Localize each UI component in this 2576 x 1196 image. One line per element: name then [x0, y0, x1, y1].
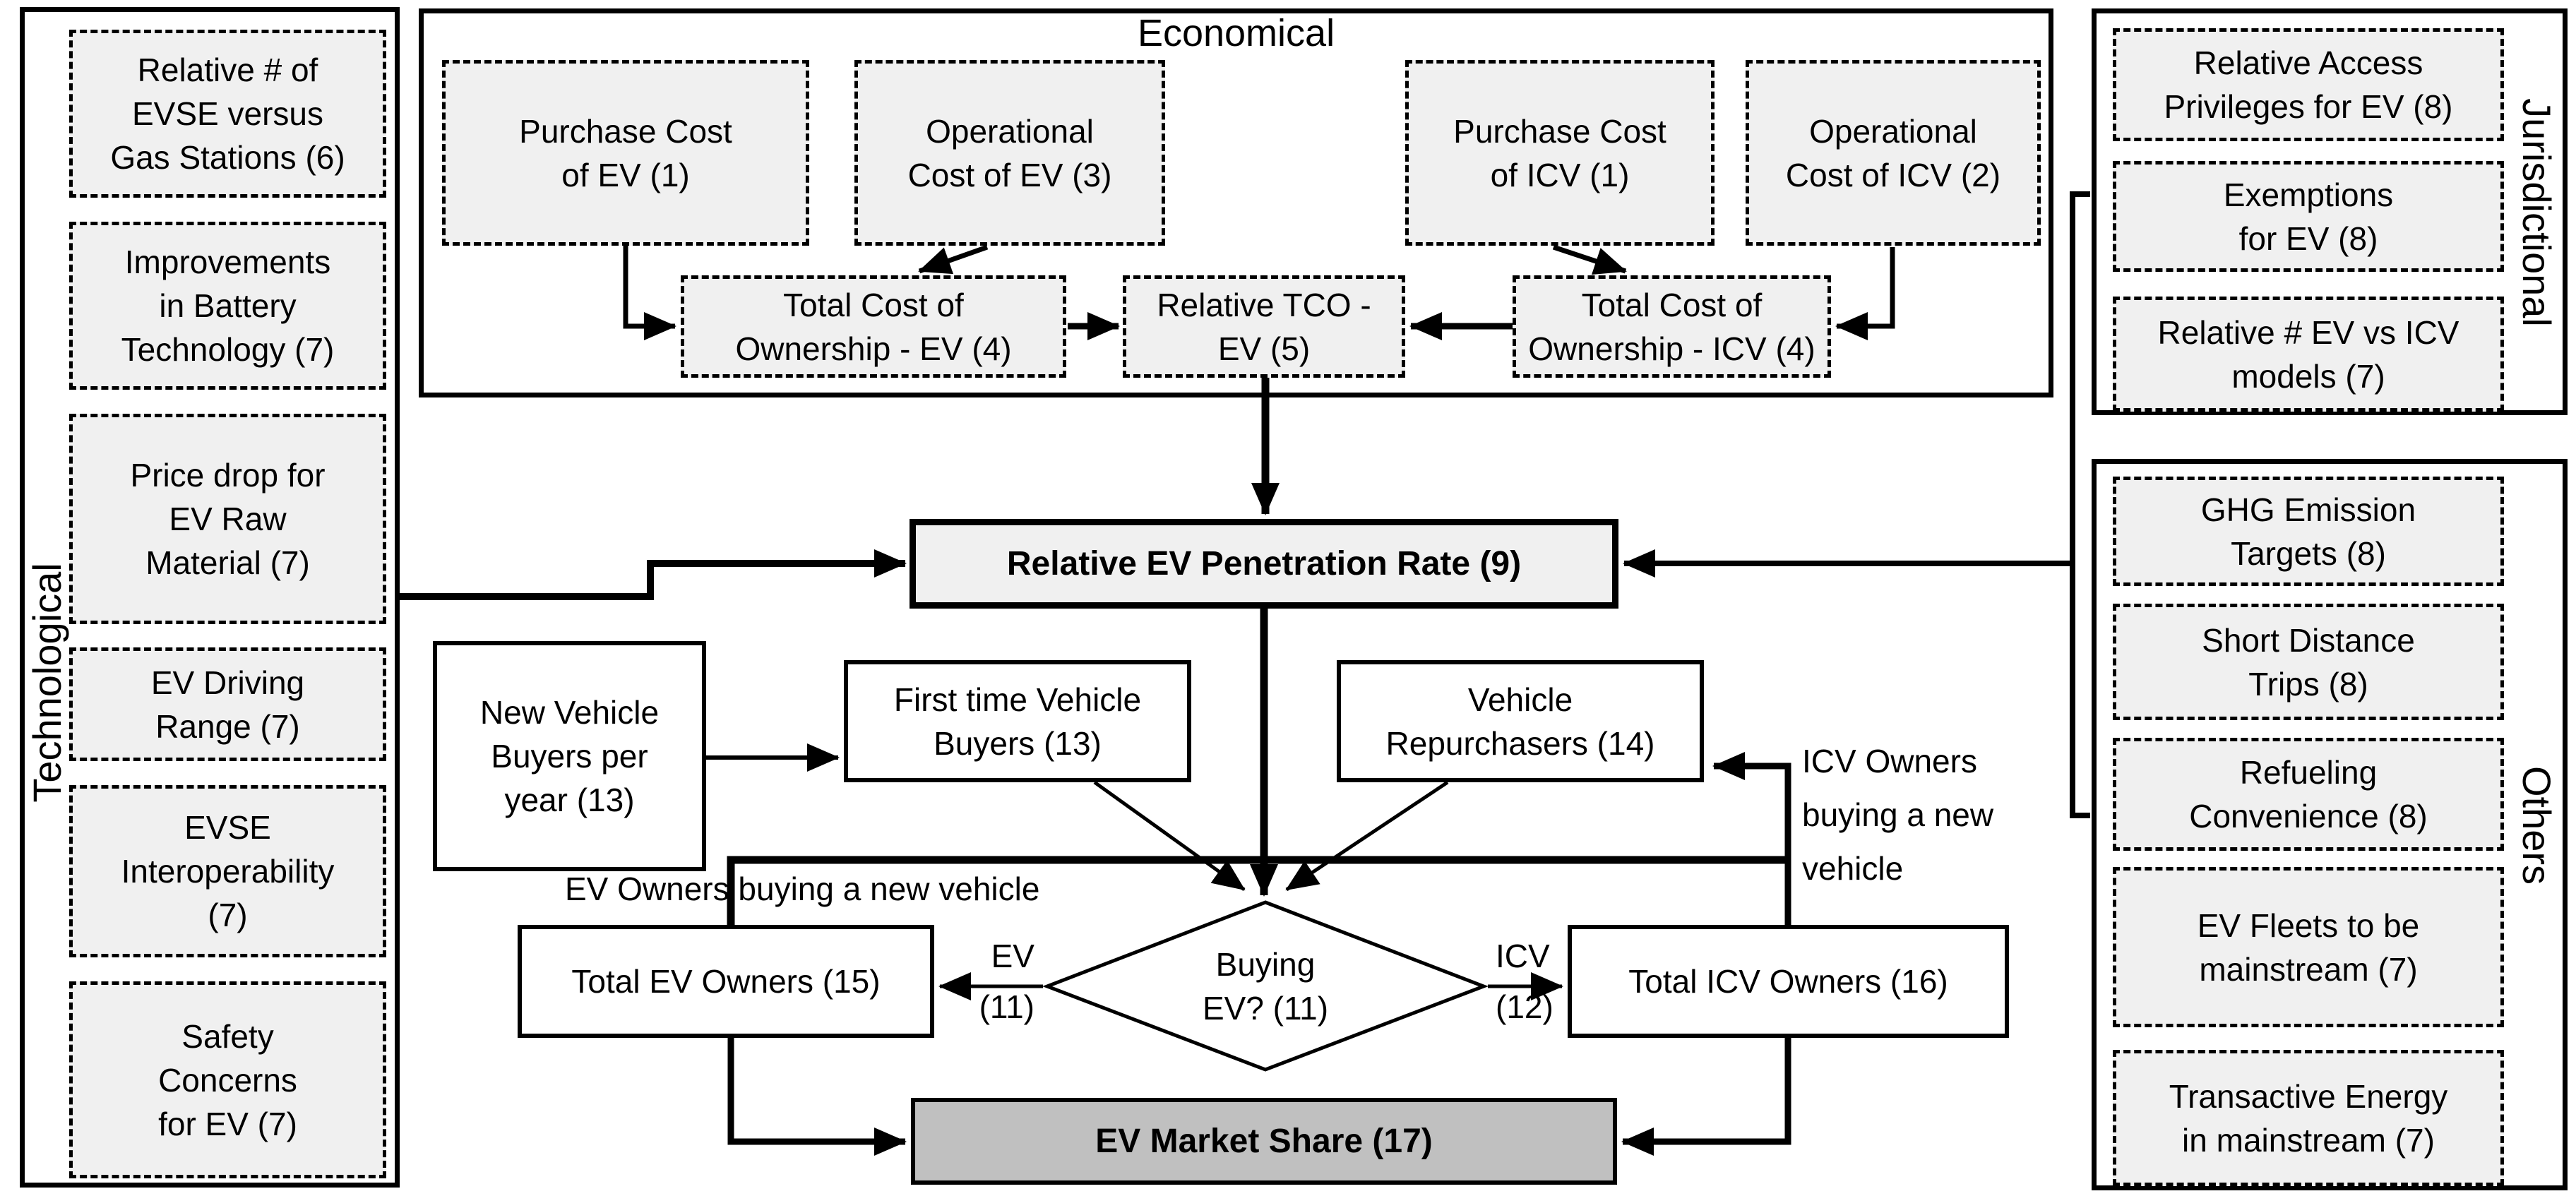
node-total-ev-owners: Total EV Owners (15): [518, 925, 934, 1038]
arrow-purchase-icv-to-tco-icv: [1552, 244, 1627, 275]
arrow-repurchasers-to-decision: [1285, 780, 1449, 892]
arrow-purchase-ev-to-tco-ev: [623, 246, 676, 340]
node-purchase-cost-ev: Purchase Cost of EV (1): [442, 60, 809, 246]
technological-title: Technological: [25, 563, 69, 803]
factor-ghg-emission-targets: GHG Emission Targets (8): [2113, 477, 2504, 586]
node-total-icv-owners: Total ICV Owners (16): [1568, 925, 2009, 1038]
factor-transactive-energy: Transactive Energy in mainstream (7): [2113, 1050, 2504, 1186]
factor-refueling-convenience: Refueling Convenience (8): [2113, 738, 2504, 851]
node-new-vehicle-buyers: New Vehicle Buyers per year (13): [433, 641, 706, 871]
arrow-operational-icv-to-tco-icv: [1835, 247, 1895, 340]
arrow-total-ev-to-market-share: [727, 1038, 907, 1156]
node-relative-ev-penetration-rate: Relative EV Penetration Rate (9): [910, 519, 1618, 609]
arrow-first-time-to-decision: [1093, 780, 1246, 892]
node-operational-cost-icv: Operational Cost of ICV (2): [1746, 60, 2041, 246]
factor-exemptions: Exemptions for EV (8): [2113, 161, 2504, 272]
jurisdictional-title: Jurisdictional: [2515, 98, 2559, 327]
node-buying-ev-decision: Buying EV? (11): [1202, 946, 1329, 1027]
label-icv-branch: ICV (12): [1496, 938, 1554, 1025]
group-jurisdictional: [2092, 8, 2568, 415]
factor-evse-interoperability: EVSE Interoperability (7): [69, 785, 386, 957]
arrow-total-icv-to-market-share: [1621, 1038, 1791, 1156]
node-tco-icv: Total Cost of Ownership - ICV (4): [1513, 275, 1831, 378]
node-operational-cost-ev: Operational Cost of EV (3): [854, 60, 1165, 246]
factor-access-privileges: Relative Access Privileges for EV (8): [2113, 28, 2504, 141]
factor-short-distance-trips: Short Distance Trips (8): [2113, 604, 2504, 720]
arrow-technological-to-penetration: [400, 549, 907, 600]
decision-diamond-shape: [1042, 900, 1489, 1072]
arrow-icv-owners-to-repurchasers: [1712, 752, 1791, 925]
loop-ev-owners-line: [727, 856, 1788, 925]
economical-title: Economical: [1137, 12, 1335, 54]
label-ev-branch: EV (11): [979, 938, 1034, 1025]
factor-ev-fleets-mainstream: EV Fleets to be mainstream (7): [2113, 867, 2504, 1027]
node-relative-tco-ev: Relative TCO - EV (5): [1123, 275, 1405, 378]
node-first-time-vehicle-buyers: First time Vehicle Buyers (13): [844, 660, 1191, 782]
node-purchase-cost-icv: Purchase Cost of ICV (1): [1405, 60, 1715, 246]
group-technological: [20, 7, 400, 1188]
others-title: Others: [2515, 765, 2559, 885]
group-economical: [419, 8, 2053, 397]
node-tco-ev: Total Cost of Ownership - EV (4): [681, 275, 1066, 378]
factor-ev-vs-icv-models: Relative # EV vs ICV models (7): [2113, 297, 2504, 412]
factor-price-drop-raw-material: Price drop for EV Raw Material (7): [69, 414, 386, 624]
factor-evse-vs-gas-stations: Relative # of EVSE versus Gas Stations (…: [69, 30, 386, 198]
label-ev-owners-loop: EV Owners buying a new vehicle: [565, 871, 1040, 907]
factor-battery-improvements: Improvements in Battery Technology (7): [69, 222, 386, 390]
bracket-right-groups: [2070, 191, 2090, 818]
node-vehicle-repurchasers: Vehicle Repurchasers (14): [1337, 660, 1704, 782]
label-icv-owners-loop: ICV Owners buying a new vehicle: [1802, 743, 1994, 887]
group-others: [2092, 459, 2568, 1190]
factor-safety-concerns: Safety Concerns for EV (7): [69, 981, 386, 1178]
node-ev-market-share: EV Market Share (17): [911, 1098, 1617, 1185]
arrow-operational-ev-to-tco-ev: [918, 244, 989, 275]
factor-ev-driving-range: EV Driving Range (7): [69, 647, 386, 761]
